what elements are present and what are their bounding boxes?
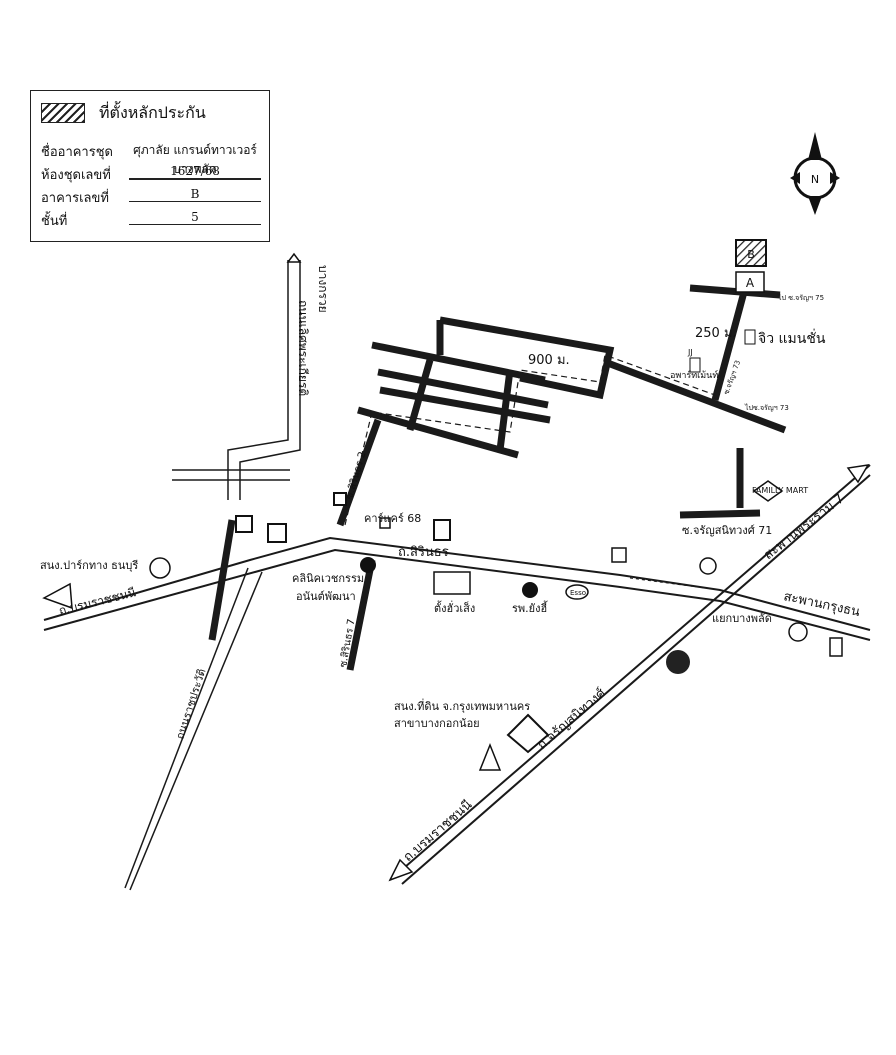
label-saphan-phra-ram7: สะพานพระราม 7 — [761, 491, 847, 563]
bank-icon — [267, 523, 287, 543]
label-tang-hua-seng: ตั้งฮั่วเส็ง — [434, 600, 475, 615]
label-soi-charan-75: ไป ซ.จรัญฯ 75 — [777, 293, 824, 302]
label-soi-charan-71: ซ.จรัญสนิทวงศ์ 71 — [682, 524, 772, 537]
label-soi-charan-73b: ไปซ.จรัญฯ 73 — [744, 403, 789, 412]
mansion-icon — [744, 329, 756, 345]
label-land-office-2: สาขาบางกอกน้อย — [394, 717, 480, 730]
arrow-sw-icon — [388, 858, 414, 882]
label-ptt-station: สนง.ปาร์กทาง ธนบุรี — [40, 559, 138, 572]
label-soi-sirinthon-2: ซ.สิรินธร 2 — [344, 450, 368, 500]
label-thanon-sirinthon: ถ.สิรินธร — [398, 545, 449, 560]
legend-label-building: ชื่ออาคารชุด — [41, 145, 113, 160]
road-arrows — [42, 252, 870, 882]
legend-value-unit: 1627/68 — [129, 164, 261, 179]
temple-icon-3 — [666, 650, 690, 674]
landmark-icons — [149, 329, 843, 771]
legend-label-unit: ห้องชุดเลขที่ — [41, 168, 111, 183]
legend-value-floor: 5 — [129, 210, 261, 225]
label-bangkruai: บางกรวย — [316, 265, 330, 313]
label-900m: 900 ม. — [528, 353, 570, 368]
esso-icon — [565, 584, 589, 600]
legend-value-building: ศุภาลัย แกรนด์ทาวเวอร์ บางพลัด — [129, 141, 261, 180]
bank-icon-2 — [611, 547, 627, 563]
arrow-north-icon — [286, 252, 302, 263]
drop-icon — [478, 742, 502, 771]
family-mart-icon — [752, 480, 784, 502]
building-a — [735, 271, 765, 293]
label-chalerm-road: ถนนเลิศพระเกียรติ — [296, 300, 310, 396]
temple-icon — [433, 519, 451, 541]
road-network — [43, 260, 871, 891]
legend-box: ที่ตั้งหลักประกัน ชื่ออาคารชุด ศุภาลัย แ… — [30, 90, 270, 242]
label-esso: Esso — [570, 589, 586, 597]
seven-eleven-icon — [333, 492, 347, 506]
label-family-mart: FAMILLY MART — [752, 486, 808, 495]
label-saphan-krungthon: สะพานกรุงธน — [782, 589, 861, 620]
north-arrow-icon: N — [790, 132, 840, 215]
label-land-office: สนง.ที่ดิน จ.กรุงเทพมหานคร — [394, 698, 530, 713]
label-250m: 250 ม. — [695, 326, 737, 341]
building-a-label: A — [746, 276, 755, 290]
ptt-station-icon — [149, 557, 171, 579]
legend-label-floor: ชั้นที่ — [41, 214, 68, 229]
label-thanon-charansanitwong: ถ.จรัญสนิทวงศ์ — [534, 685, 609, 753]
building-b-hatch — [735, 239, 767, 267]
label-apartment: อพาร์ทเม้นท์ — [670, 369, 718, 381]
label-jiw-mansion: จิว แมนชั่น — [758, 329, 826, 347]
legend-label-bldg-no: อาคารเลขที่ — [41, 191, 109, 206]
carcare-icon — [379, 517, 391, 529]
label-jj: JJ — [687, 348, 693, 357]
label-hospital: รพ.ยังฮี้ — [512, 600, 548, 615]
compass-letter: N — [811, 173, 819, 186]
land-office-icon — [506, 713, 550, 754]
arrow-west-icon — [42, 582, 73, 610]
seven-eleven-icon-2 — [235, 515, 253, 533]
label-yaek-bangphlat: แยกบางพลัด — [712, 612, 772, 625]
clinic-cross-icon — [360, 557, 376, 573]
ptt-icon — [699, 557, 717, 575]
label-carcare-68: คาร์แคร์ 68 — [364, 512, 421, 525]
bank-icon-3 — [788, 622, 808, 642]
arrow-ne-icon — [846, 464, 870, 484]
legend-value-bldg-no: B — [129, 187, 261, 202]
building-b-label: B — [747, 248, 755, 261]
temple-icon-2 — [829, 637, 843, 657]
label-clinic-2: อนันต์พัฒนา — [296, 590, 356, 603]
label-thanon-ratprarop: ถนนราชประวัติ — [173, 667, 208, 741]
apartment-icon — [689, 357, 701, 373]
shop-building-icon — [433, 571, 471, 595]
legend-title: ที่ตั้งหลักประกัน — [99, 103, 206, 122]
hatch-swatch-icon — [41, 103, 85, 123]
label-clinic: คลินิคเวชกรรม — [292, 572, 364, 585]
hospital-cross-icon — [522, 582, 538, 598]
